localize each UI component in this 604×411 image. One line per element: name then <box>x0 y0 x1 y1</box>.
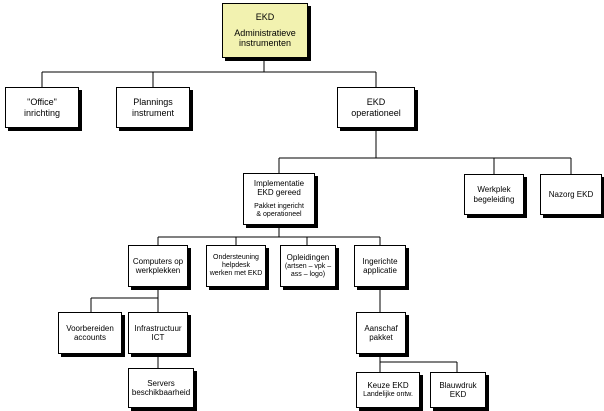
node-line: instrumenten <box>238 38 292 49</box>
node-ekd-administratieve-instrumenten: EKD Administratieve instrumenten <box>222 3 308 58</box>
node-line: begeleiding <box>473 194 515 204</box>
node-line: Ingerichte <box>362 256 398 266</box>
node-line: Servers <box>147 378 175 388</box>
node-servers-beschikbaarheid: Servers beschikbaarheid <box>128 368 194 408</box>
node-line: EKD <box>366 97 386 108</box>
node-line: Implementatie <box>253 179 305 189</box>
node-line: Opleidingen <box>286 253 330 263</box>
node-line: werkplekken <box>135 266 181 275</box>
node-werkplek-begeleiding: Werkplek begeleiding <box>464 174 524 215</box>
node-blauwdruk-ekd: Blauwdruk EKD <box>430 372 486 408</box>
node-line: Ondersteuning <box>213 253 259 261</box>
node-line: ass – logo) <box>290 270 326 278</box>
node-line: Werkplek <box>477 185 511 195</box>
node-line: applicatie <box>363 266 397 275</box>
node-line: EKD <box>449 390 467 399</box>
node-line: EKD <box>255 12 275 23</box>
node-line: & operationeel <box>256 210 302 218</box>
node-line: Aanschaf <box>364 323 398 333</box>
node-line: Administratieve <box>234 27 296 38</box>
node-line: Nazorg EKD <box>548 189 594 199</box>
node-line: Voorbereiden <box>66 323 114 333</box>
node-keuze-ekd: Keuze EKD Landelijke ontw. <box>356 372 420 408</box>
node-line: Keuze EKD <box>367 381 409 391</box>
node-plannings-instrument: Plannings instrument <box>116 87 190 128</box>
node-line: Plannings <box>133 97 173 108</box>
node-line: "Office" <box>27 97 57 108</box>
node-office-inrichting: "Office" inrichting <box>5 87 79 128</box>
node-line: Infrastructuur <box>134 323 182 333</box>
node-voorbereiden-accounts: Voorbereiden accounts <box>58 312 122 354</box>
node-line: (artsen – vpk – <box>284 262 332 270</box>
node-line: ICT <box>151 333 165 342</box>
node-infrastructuur-ict: Infrastructuur ICT <box>128 312 188 354</box>
node-aanschaf-pakket: Aanschaf pakket <box>356 312 406 354</box>
node-line: accounts <box>73 333 107 342</box>
node-computers-op-werkplekken: Computers op werkplekken <box>128 245 188 287</box>
node-ondersteuning-helpdesk: Ondersteuning helpdesk werken met EKD <box>206 245 266 287</box>
node-line: instrument <box>131 107 175 118</box>
node-line: Landelijke ontw. <box>363 390 413 398</box>
node-opleidingen: Opleidingen (artsen – vpk – ass – logo) <box>280 245 336 287</box>
node-nazorg-ekd: Nazorg EKD <box>540 174 602 215</box>
node-line: beschikbaarheid <box>131 388 191 397</box>
node-line: Computers op <box>132 256 184 266</box>
node-line: operationeel <box>351 107 401 118</box>
node-line: helpdesk <box>221 261 251 269</box>
node-line: pakket <box>369 333 393 342</box>
node-line: Blauwdruk <box>439 380 477 390</box>
node-ingerichte-applicatie: Ingerichte applicatie <box>354 245 406 287</box>
node-implementatie-ekd-gereed: Implementatie EKD gereed Pakket ingerich… <box>243 173 315 225</box>
node-line: werken met EKD <box>209 270 263 278</box>
node-line: Pakket ingericht <box>254 202 304 210</box>
node-line: EKD gereed <box>257 188 301 198</box>
node-line: inrichting <box>23 107 61 118</box>
node-ekd-operationeel: EKD operationeel <box>337 87 415 128</box>
